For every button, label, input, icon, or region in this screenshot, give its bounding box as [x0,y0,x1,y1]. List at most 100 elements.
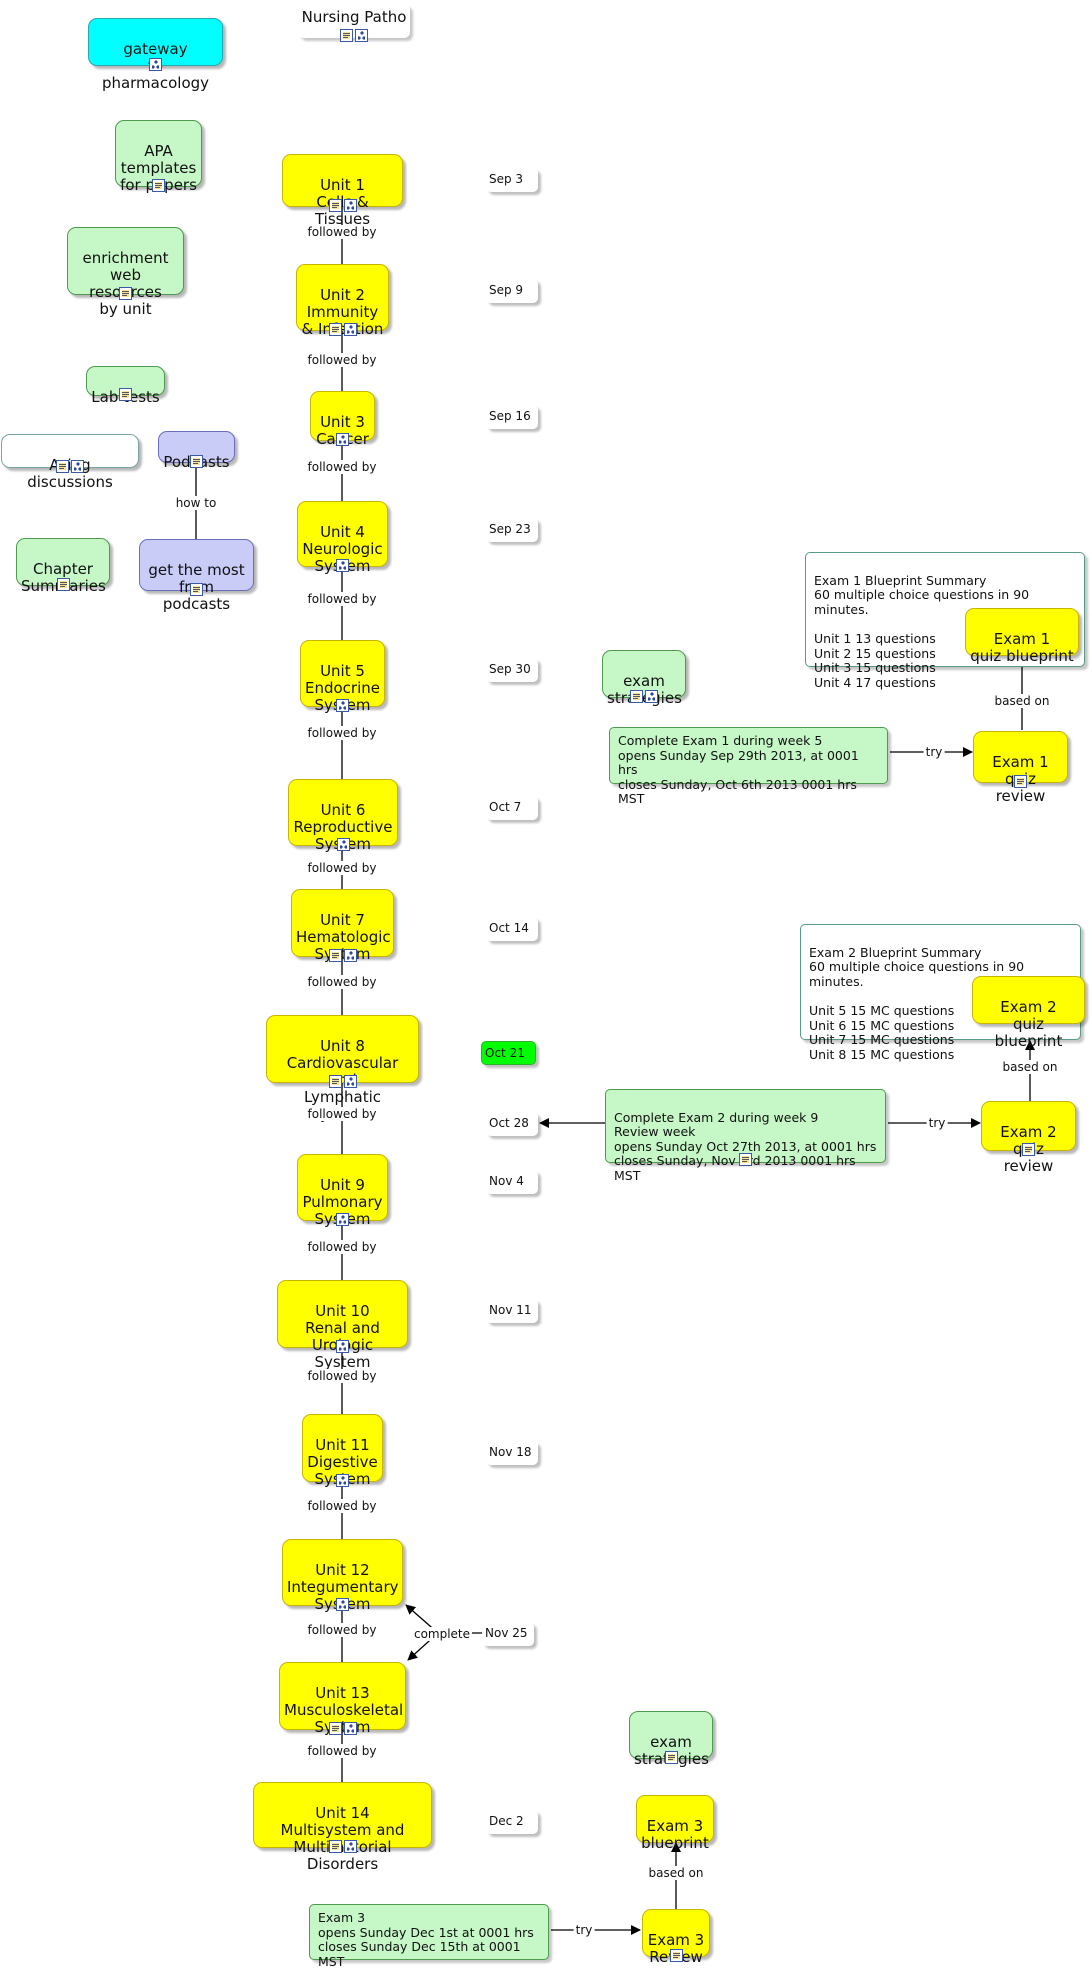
apa-templates-node[interactable]: APA templates for papers [115,120,202,194]
unit-11-node[interactable]: Unit 11 Digestive System [302,1414,383,1488]
unit-5-node[interactable]: Unit 5 Endocrine System [300,640,385,714]
get-most-podcasts-node[interactable]: get the most from podcasts [139,539,254,613]
concept-map-icon[interactable] [336,1213,349,1226]
concept-map-icon[interactable] [149,58,162,71]
exam1-blueprint-summary[interactable]: Exam 1 Blueprint Summary 60 multiple cho… [805,552,1085,690]
exam3-blueprint-label: Exam 3 blueprint [641,1817,709,1852]
date-nov-4[interactable]: Nov 4 [486,1170,538,1194]
unit-5-label: Unit 5 Endocrine System [305,662,380,714]
acing-discussions-node[interactable]: Acing discussions [1,434,139,491]
document-icon[interactable] [190,583,203,596]
concept-map-icon[interactable] [336,1474,349,1487]
date-sep-3[interactable]: Sep 3 [486,168,538,192]
concept-map-icon[interactable] [336,1340,349,1353]
exam1-strategies-label: exam strategies [607,672,682,707]
exam2-quiz-blueprint-node[interactable]: Exam 2 quiz blueprint [972,976,1085,1050]
unit-1-node[interactable]: Unit 1 Cells & Tissues [282,154,403,228]
exam3-review-node[interactable]: Exam 3 Review [642,1909,710,1966]
date-sep-23[interactable]: Sep 23 [486,518,538,542]
concept-map-icon[interactable] [343,949,357,962]
date-oct-7[interactable]: Oct 7 [486,796,538,820]
exam1-strategies-node[interactable]: exam strategies [602,650,686,707]
followed-by-label: followed by [305,726,379,740]
unit-3-node[interactable]: Unit 3 Cancer [310,391,375,448]
exam2-schedule-note[interactable]: Complete Exam 2 during week 9 Review wee… [605,1089,886,1183]
date-nov-11[interactable]: Nov 11 [486,1299,538,1323]
followed-by-label: followed by [305,861,379,875]
exam2-blueprint-summary-text: Exam 2 Blueprint Summary 60 multiple cho… [809,944,1025,1062]
document-icon[interactable] [190,455,203,468]
document-icon[interactable] [630,690,643,703]
concept-map-icon[interactable] [336,559,349,572]
enrichment-resources-node[interactable]: enrichment web resources by unit [67,227,184,318]
unit-4-label: Unit 4 Neurologic System [302,523,383,575]
concept-map-icon[interactable] [336,838,350,851]
date-oct-28[interactable]: Oct 28 [486,1112,538,1136]
date-nov-18[interactable]: Nov 18 [486,1441,538,1465]
unit-4-node[interactable]: Unit 4 Neurologic System [297,501,388,575]
document-icon[interactable] [328,949,342,962]
concept-map-icon[interactable] [343,199,357,212]
exam1-schedule-note[interactable]: Complete Exam 1 during week 5 opens Sund… [609,727,888,806]
exam1-quiz-review-node[interactable]: Exam 1 quiz review [973,731,1068,805]
document-icon[interactable] [119,287,132,300]
document-icon[interactable] [56,460,69,473]
exam3-schedule-note[interactable]: Exam 3 opens Sunday Dec 1st at 0001 hrs … [309,1904,549,1969]
document-icon[interactable] [1022,1143,1035,1156]
document-icon[interactable] [119,388,132,401]
chapter-summaries-node[interactable]: Chapter Summaries [16,538,110,595]
document-icon[interactable] [328,1075,342,1088]
date-oct-14[interactable]: Oct 14 [486,917,538,941]
based-on-link-label: based on [646,1866,706,1880]
unit-12-node[interactable]: Unit 12 Integumentary System [282,1539,403,1613]
date-dec-2[interactable]: Dec 2 [486,1810,538,1834]
unit-6-node[interactable]: Unit 6 Reproductive System [288,779,398,853]
unit-7-node[interactable]: Unit 7 Hematologic System [291,889,394,963]
document-icon[interactable] [328,199,342,212]
document-icon[interactable] [1014,775,1027,788]
document-icon[interactable] [56,578,70,591]
try-link-label: try [926,1116,948,1130]
concept-map-icon[interactable] [645,690,658,703]
lab-tests-node[interactable]: Lab tests [86,366,165,406]
concept-map-icon[interactable] [343,1075,357,1088]
exam2-quiz-blueprint-label: Exam 2 quiz blueprint [994,998,1063,1050]
concept-map-icon[interactable] [355,29,368,42]
date-sep-9[interactable]: Sep 9 [486,279,538,303]
date-nov-25[interactable]: Nov 25 [482,1622,534,1646]
unit-8-node[interactable]: Unit 8 Cardiovascular and Lymphatic Syst… [266,1015,419,1123]
document-icon[interactable] [664,1751,678,1764]
try-link-label: try [573,1923,595,1937]
concept-map-icon[interactable] [343,1840,357,1853]
unit-14-node[interactable]: Unit 14 Multisystem and Multifactorial D… [253,1782,432,1873]
concept-map-icon[interactable] [336,699,349,712]
document-icon[interactable] [340,29,353,42]
unit-9-label: Unit 9 Pulmonary System [302,1176,383,1228]
date-sep-30[interactable]: Sep 30 [486,658,538,682]
followed-by-label: followed by [305,1240,379,1254]
document-icon[interactable] [328,323,342,336]
unit-10-node[interactable]: Unit 10 Renal and Urologic System [277,1280,408,1371]
concept-map-icon[interactable] [336,1598,349,1611]
document-icon[interactable] [328,1722,342,1735]
exam2-quiz-review-node[interactable]: Exam 2 quiz review [981,1101,1076,1175]
concept-map-icon[interactable] [71,460,84,473]
unit-13-node[interactable]: Unit 13 Musculoskeletal System [279,1662,406,1736]
unit-2-node[interactable]: Unit 2 Immunity & Infection [296,264,389,338]
document-icon[interactable] [152,179,165,192]
exam1-quiz-blueprint-node[interactable]: Exam 1 quiz blueprint [965,608,1079,665]
document-icon[interactable] [669,1949,683,1962]
concept-map-icon[interactable] [343,323,357,336]
date-oct-21[interactable]: Oct 21 [481,1041,536,1065]
unit-9-node[interactable]: Unit 9 Pulmonary System [297,1154,388,1228]
document-icon[interactable] [739,1153,752,1166]
exam3-strategies-node[interactable]: exam strategies [629,1711,713,1768]
exam3-blueprint-node[interactable]: Exam 3 blueprint [636,1795,714,1852]
gateway-pharmacology-node[interactable]: gateway to pharmacology [88,18,223,92]
document-icon[interactable] [328,1840,342,1853]
concept-map-icon[interactable] [336,433,349,446]
podcasts-node[interactable]: Podcasts [158,431,235,471]
map-title[interactable]: Nursing Patho [298,4,410,42]
concept-map-icon[interactable] [343,1722,357,1735]
date-sep-16[interactable]: Sep 16 [486,405,538,429]
